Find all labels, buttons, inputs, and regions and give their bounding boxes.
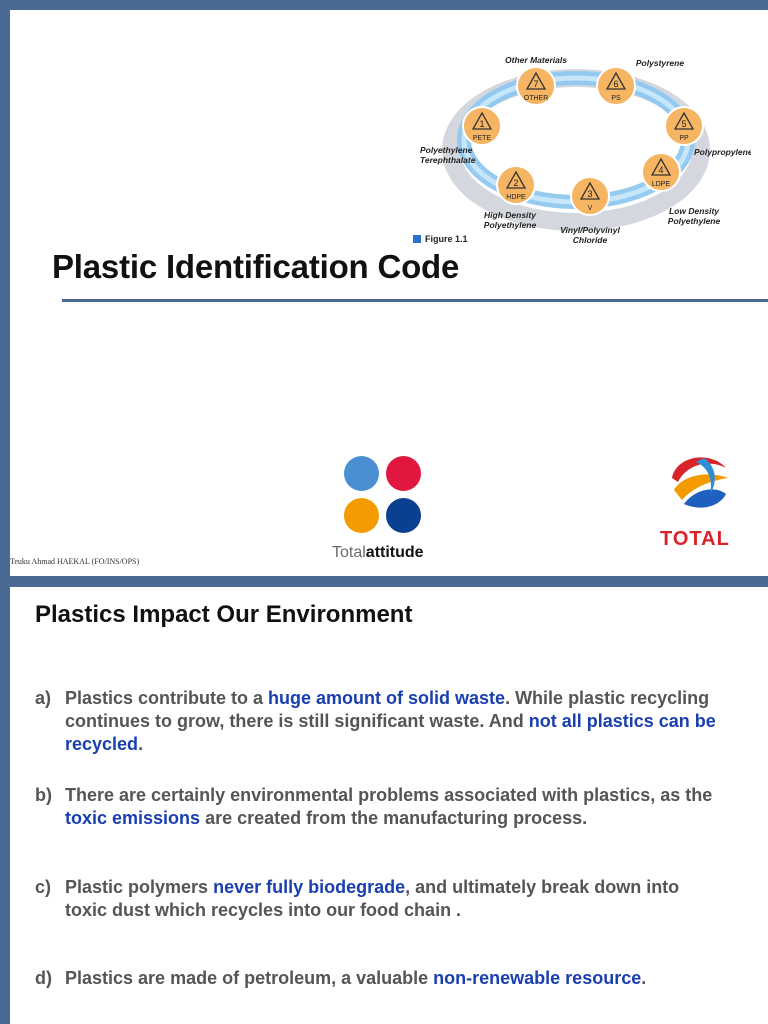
recycle-code-number: 3 bbox=[587, 189, 592, 199]
list-item: d) Plastics are made of petroleum, a valu… bbox=[35, 967, 725, 990]
plain-text: Plastics are made of petroleum, a valuab… bbox=[65, 968, 434, 988]
highlight-text: non-renewable resource bbox=[433, 968, 642, 988]
recycle-code-abbr: LDPE bbox=[652, 181, 671, 188]
plain-text: . While plastic recycling continues to g… bbox=[65, 688, 710, 731]
plain-text: are created from the manufacturing proce… bbox=[200, 808, 588, 828]
list-item-letter: b) bbox=[35, 785, 52, 805]
recycle-code-name: Polyethylene bbox=[668, 216, 721, 226]
wordmark-bold: attitude bbox=[365, 544, 424, 561]
plain-text: , and ultimately break down into toxic d… bbox=[65, 877, 680, 920]
recycle-code-name: Low Density bbox=[669, 206, 720, 216]
total-attitude-logo bbox=[344, 456, 428, 540]
recycle-code-name: Polyethylene bbox=[420, 145, 473, 155]
recycle-code-name: Polypropylene bbox=[694, 147, 751, 157]
recycle-code-number: 5 bbox=[681, 119, 686, 129]
recycle-code-abbr: PETE bbox=[473, 135, 492, 142]
plain-text: . bbox=[138, 734, 144, 754]
recycle-code-abbr: PS bbox=[611, 95, 621, 102]
recycle-code-name: Terephthalate bbox=[420, 155, 476, 165]
recycle-triangle-icon bbox=[505, 170, 527, 189]
figure-caption: Figure 1.1 bbox=[413, 234, 468, 244]
recycle-code-number: 6 bbox=[613, 79, 618, 89]
list-item-letter: d) bbox=[35, 968, 52, 988]
list-item-text: Plastic polymers never fully biodegrade,… bbox=[65, 876, 725, 922]
slide-environment-impact: Plastics Impact Our Environment a) Plasti… bbox=[10, 587, 768, 1024]
title-divider bbox=[62, 299, 768, 302]
wordmark-light: Total bbox=[332, 544, 366, 561]
list-item-text: There are certainly environmental proble… bbox=[65, 784, 725, 830]
logo-dot-red bbox=[386, 456, 421, 491]
list-item-letter: c) bbox=[35, 877, 52, 897]
recycle-triangle-icon bbox=[525, 71, 547, 90]
slide-title: Plastics Impact Our Environment bbox=[35, 601, 413, 628]
recycle-triangle-icon bbox=[471, 111, 493, 130]
list-item: b) There are certainly environmental pro… bbox=[35, 784, 725, 830]
list-item: c) Plastic polymers never fully biodegrad… bbox=[35, 876, 725, 922]
recycle-code-number: 1 bbox=[479, 119, 484, 129]
highlight-text: huge amount of solid waste bbox=[268, 688, 506, 708]
total-wordmark: TOTAL bbox=[660, 528, 730, 550]
figure-caption-text: Figure 1.1 bbox=[425, 234, 468, 244]
total-emblem-icon bbox=[669, 451, 729, 511]
page-title: Plastic Identification Code bbox=[52, 248, 460, 285]
author-credit: Teuku Ahmad HAEKAL (FO/INS/OPS) bbox=[10, 557, 140, 566]
recycle-triangle-icon bbox=[605, 71, 627, 90]
recycle-code-name: High Density bbox=[484, 210, 537, 220]
recycle-code-5: 5PP bbox=[664, 106, 704, 146]
recycle-code-name: Polystyrene bbox=[636, 58, 684, 68]
recycle-code-number: 2 bbox=[513, 178, 518, 188]
recycle-code-abbr: OTHER bbox=[524, 95, 549, 102]
recycle-code-name: Vinyl/Polyvinyl bbox=[560, 225, 620, 235]
recycle-code-abbr: HDPE bbox=[506, 194, 526, 201]
recycle-triangle-icon bbox=[650, 157, 672, 176]
recycle-triangle-icon bbox=[579, 181, 601, 200]
recycle-code-6: 6PS bbox=[596, 66, 636, 106]
highlight-text: toxic emissions bbox=[65, 808, 201, 828]
recycle-code-name: Other Materials bbox=[505, 55, 567, 65]
list-item-letter: a) bbox=[35, 688, 52, 708]
highlight-text: never fully biodegrade bbox=[213, 877, 406, 897]
recycle-code-abbr: V bbox=[588, 205, 593, 212]
figure-icon bbox=[413, 235, 421, 243]
logo-dot-orange bbox=[344, 498, 379, 533]
plain-text: There are certainly environmental proble… bbox=[65, 785, 713, 805]
recycle-code-name: Chloride bbox=[573, 235, 608, 245]
list-item: a) Plastics contribute to a huge amount o… bbox=[35, 687, 725, 756]
recycle-code-name: Polyethylene bbox=[484, 220, 537, 230]
highlight-text: not all plastics can be recycled bbox=[65, 711, 716, 754]
recycle-code-abbr: PP bbox=[679, 135, 689, 142]
list-item-text: Plastics contribute to a huge amount of … bbox=[65, 687, 725, 756]
list-item-text: Plastics are made of petroleum, a valuab… bbox=[65, 967, 725, 990]
plain-text: Plastic polymers bbox=[65, 877, 214, 897]
plain-text: Plastics contribute to a bbox=[65, 688, 269, 708]
recycle-code-number: 4 bbox=[658, 165, 663, 175]
plain-text: . bbox=[641, 968, 647, 988]
total-attitude-wordmark: Totalattitude bbox=[332, 544, 424, 562]
recycle-code-number: 7 bbox=[533, 79, 538, 89]
logo-dot-blue bbox=[344, 456, 379, 491]
recycle-code-3: 3V bbox=[570, 176, 610, 216]
recycle-triangle-icon bbox=[673, 111, 695, 130]
logo-dot-navy bbox=[386, 498, 421, 533]
